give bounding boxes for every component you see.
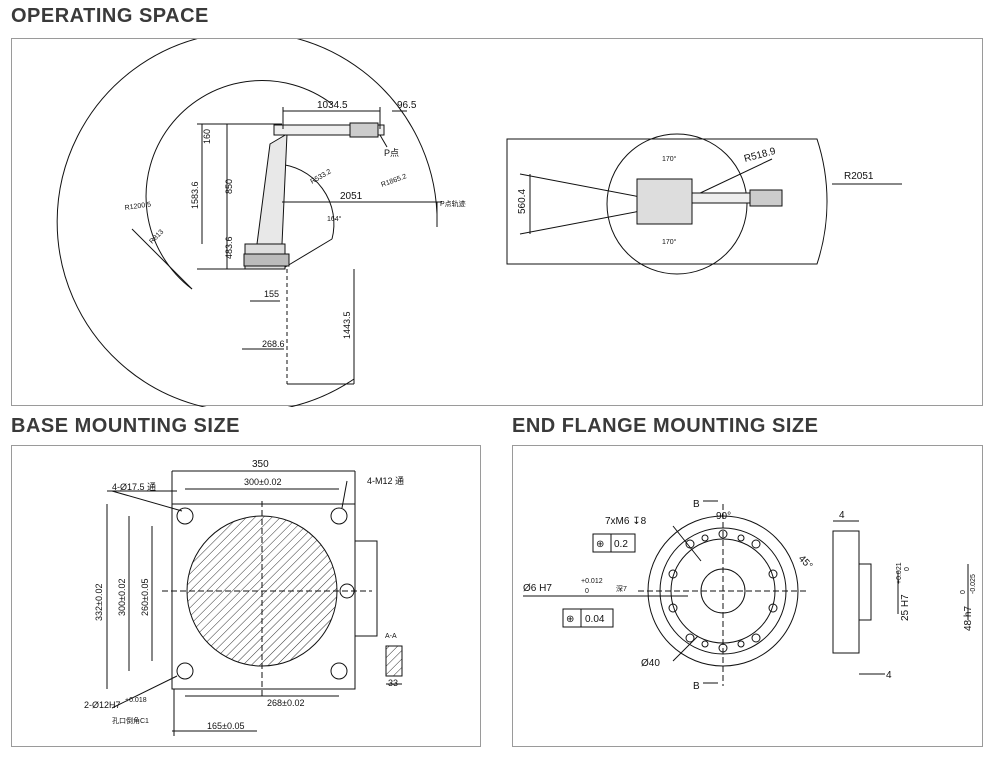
radius-518: R518.9 [743, 146, 777, 165]
mounting-hole-tl [176, 507, 194, 525]
mounting-hole-tr [330, 507, 348, 525]
angle-164-label: 164° [327, 215, 342, 223]
angle-top-label: 170° [662, 155, 677, 163]
operating-space-drawing: 1034.5 96.5 160 850 1583.6 483.6 155 268… [56, 39, 902, 407]
dim-48-tolerance-upper: 0 [960, 590, 967, 594]
dim-1443: 1443.5 [342, 311, 352, 339]
outer-workspace-arc [56, 39, 438, 407]
dim-1583: 1583.6 [190, 181, 200, 209]
dim-483: 483.6 [224, 236, 234, 259]
angle-90-label: 90° [716, 511, 731, 522]
end-flange-panel: B B 90° 45° 7xM6 ↧8 ⊕ 0.2 Ø6 H7 +0.012 0… [512, 445, 983, 747]
angle-bottom-label: 170° [662, 238, 677, 246]
section-b-bottom: B [693, 681, 700, 692]
dim-48: 48 h7 [963, 606, 974, 631]
angle-45-label: 45° [796, 553, 814, 571]
pin-tolerance-lower: 0 [585, 588, 589, 595]
dim-165: 165±0.05 [207, 721, 244, 731]
flange-side-view [832, 530, 860, 654]
holes-2x12-tolerance: +0.018 [125, 697, 147, 704]
mounting-hole-br [330, 662, 348, 680]
section-aa-dim: 33 [388, 678, 398, 688]
radius-1865: R1865.2 [380, 173, 407, 189]
holes-2x12-label: 2-Ø12H7 [84, 700, 121, 710]
dim-25-tolerance-lower: 0 [904, 567, 911, 571]
dim-332: 332±0.02 [94, 584, 104, 621]
dim-300-top: 300±0.02 [244, 477, 281, 487]
heading-operating-space: OPERATING SPACE [11, 5, 209, 27]
dim-260: 260±0.05 [140, 579, 150, 616]
dim-flange-offset: 96.5 [397, 100, 417, 111]
p-trajectory-label: P点轨迹 [440, 199, 466, 208]
dim-160: 160 [202, 129, 212, 144]
pin-depth: 深7 [616, 584, 627, 593]
inner-workspace-arc [145, 80, 333, 290]
robot-base-top [636, 178, 693, 225]
chamfer-note: 孔口倒角C1 [112, 716, 149, 725]
section-b-top: B [693, 499, 700, 510]
pin-label: Ø6 H7 [523, 583, 552, 594]
holes-m12-label: 4-M12 通 [367, 476, 404, 486]
heading-end-flange-mounting-size: END FLANGE MOUNTING SIZE [512, 415, 819, 437]
section-aa-shape [385, 645, 403, 677]
dim-top-reach: 1034.5 [317, 100, 348, 111]
position-symbol-1: ⊕ [596, 539, 604, 550]
base-mounting-panel: 350 300±0.02 332±0.02 300±0.02 260±0.05 … [11, 445, 481, 747]
top-view-inner-circle [606, 133, 748, 275]
base-mounting-drawing: 350 300±0.02 332±0.02 300±0.02 260±0.05 … [84, 459, 404, 736]
pin-tolerance-upper: +0.012 [581, 578, 603, 585]
dim-4-bottom: 4 [886, 670, 892, 681]
diameter-40: Ø40 [641, 658, 660, 669]
dim-268: 268.6 [262, 339, 285, 349]
position-tolerance-1: 0.2 [614, 539, 628, 550]
radius-1200: R1200.5 [124, 201, 151, 212]
dim-300-left: 300±0.02 [117, 579, 127, 616]
dim-2051: 2051 [340, 191, 363, 202]
dim-560: 560.4 [517, 189, 528, 214]
heading-base-mounting-size: BASE MOUNTING SIZE [11, 415, 241, 437]
operating-space-panel: 1034.5 96.5 160 850 1583.6 483.6 155 268… [11, 38, 983, 407]
dim-25: 25 H7 [900, 594, 911, 621]
dim-155: 155 [264, 289, 279, 299]
holes-4x17-label: 4-Ø17.5 通 [112, 482, 156, 492]
dim-4-top: 4 [839, 510, 845, 521]
dim-268: 268±0.02 [267, 698, 304, 708]
position-symbol-2: ⊕ [566, 614, 574, 625]
dim-850: 850 [224, 179, 234, 194]
mounting-hole-bl [176, 662, 194, 680]
section-aa-label: A-A [385, 633, 397, 640]
top-view-envelope [506, 138, 828, 265]
thread-label: 7xM6 ↧8 [605, 516, 647, 527]
p-point-label: P点 [384, 148, 399, 158]
dim-48-tolerance-lower: -0.025 [970, 574, 977, 594]
dim-350: 350 [252, 459, 269, 470]
radius-2051: R2051 [844, 171, 874, 182]
flange-bolt-holes [668, 529, 778, 653]
dim-25-tolerance-upper: +0.021 [896, 562, 903, 584]
radius-533: R533.2 [310, 168, 333, 185]
position-tolerance-2: 0.04 [585, 614, 605, 625]
end-flange-drawing: B B 90° 45° 7xM6 ↧8 ⊕ 0.2 Ø6 H7 +0.012 0… [523, 499, 977, 692]
